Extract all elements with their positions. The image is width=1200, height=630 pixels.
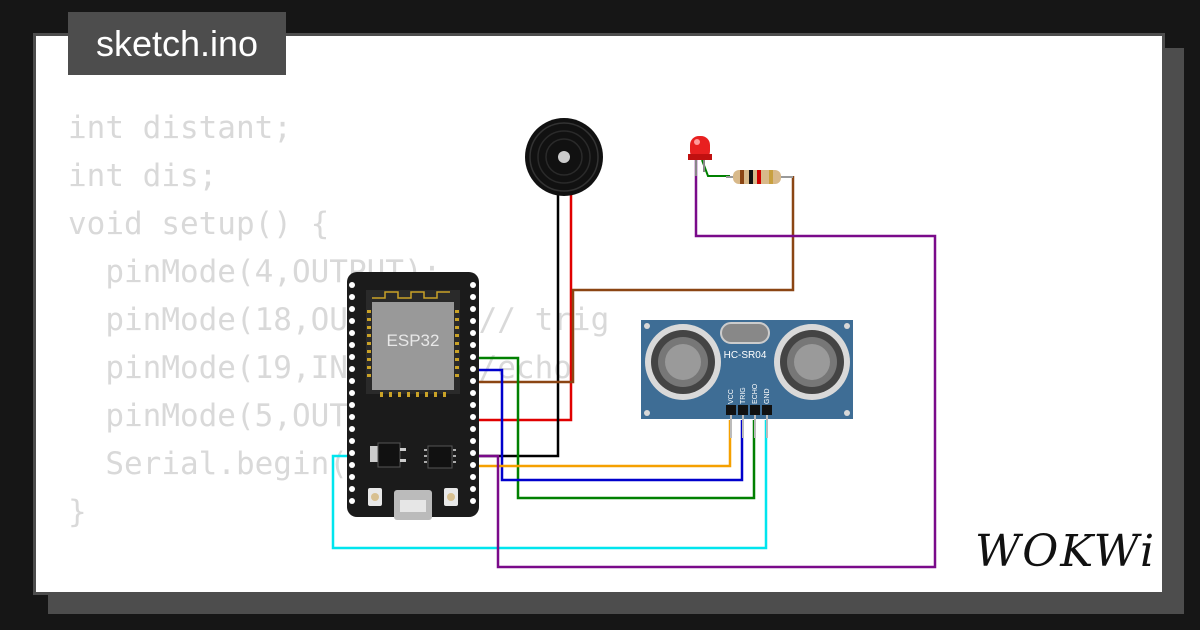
wire-brown[interactable] (473, 176, 795, 384)
wire-black[interactable] (473, 195, 560, 458)
transducer-left (645, 324, 721, 400)
wokwi-logo: WOKWi (975, 526, 1157, 577)
buzzer[interactable] (525, 118, 603, 196)
code-line: int dis; (68, 158, 218, 194)
code-line: } (68, 494, 87, 530)
wire-red[interactable] (473, 195, 573, 422)
code-line: int distant; (68, 110, 292, 146)
esp32-board[interactable]: ESP32 (347, 272, 479, 520)
wire-purple[interactable] (473, 160, 937, 569)
hc-sr04-sensor[interactable]: HC-SR04 VCC TRIG ECHO GND (641, 320, 853, 438)
code-line: void loop() { (68, 584, 609, 592)
wire-led-resistor (701, 159, 730, 177)
transducer-right (774, 324, 850, 400)
wires (331, 159, 937, 569)
wire-orange[interactable] (473, 420, 732, 468)
right-pin-header (470, 282, 476, 504)
project-card: int distant;int dis;void setup() { pinMo… (33, 33, 1165, 595)
code-line: Serial.begin( (68, 446, 348, 482)
pin-label-trig: TRIG (740, 387, 747, 404)
pin-label-echo: ECHO (752, 383, 759, 404)
resistor[interactable] (726, 170, 793, 184)
pin-label-gnd: GND (764, 388, 771, 404)
wire-blue[interactable] (473, 368, 744, 482)
esp32-label: ESP32 (387, 331, 440, 350)
sensor-label: HC-SR04 (724, 350, 767, 361)
file-tab[interactable]: sketch.ino (68, 12, 286, 75)
code-line: void setup() { (68, 206, 330, 242)
code-background: int distant;int dis;void setup() { pinMo… (68, 104, 609, 592)
left-pin-header (349, 282, 355, 504)
wire-green[interactable] (473, 356, 756, 500)
led-red[interactable] (688, 136, 712, 176)
wire-cyan[interactable] (331, 420, 768, 550)
pin-label-vcc: VCC (728, 389, 735, 404)
